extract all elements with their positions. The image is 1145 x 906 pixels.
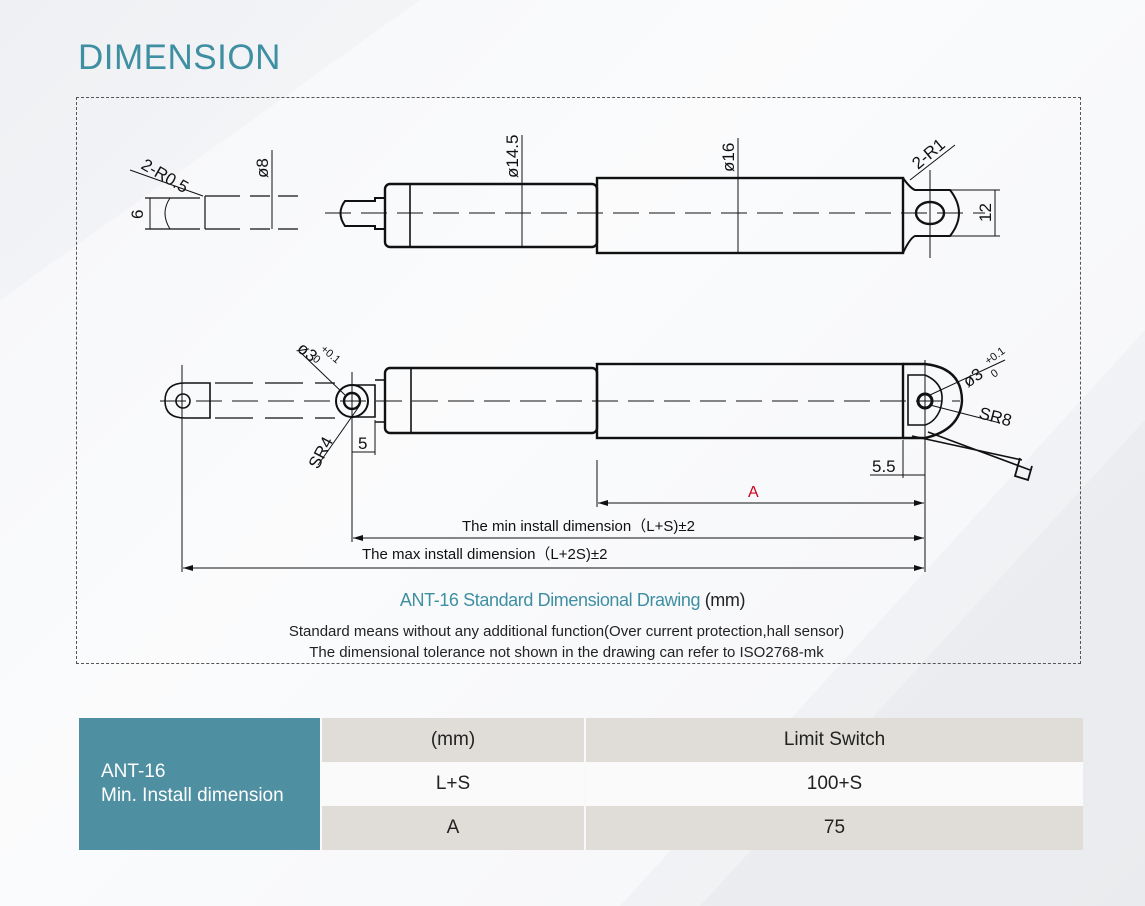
- table-cell: 75: [586, 806, 1083, 850]
- note-standard: Standard means without any additional fu…: [288, 623, 845, 640]
- install-dimension-table: ANT-16 Min. Install dimension (mm) Limit…: [77, 718, 1085, 850]
- label-tol-right-low: 0: [989, 367, 1001, 380]
- model-name: ANT-16: [101, 761, 166, 782]
- table-row: ANT-16 Min. Install dimension (mm) Limit…: [79, 718, 1083, 850]
- max-install-label: The max install dimension（L+2S)±2: [362, 546, 607, 563]
- label-sr8: SR8: [977, 404, 1014, 431]
- table-cell: 100+S: [586, 762, 1083, 806]
- table-cell: (mm): [322, 718, 584, 762]
- caption-title: ANT-16 Standard Dimensional Drawing: [399, 590, 701, 610]
- table-cell: A: [322, 806, 584, 850]
- table-row: L+S 100+S: [79, 762, 1083, 806]
- label-5: 5: [358, 434, 367, 453]
- table-cell: Limit Switch: [586, 718, 1083, 762]
- head-subtitle: Min. Install dimension: [101, 785, 284, 806]
- label-d16: ø16: [719, 143, 738, 172]
- table-head-cell: ANT-16 Min. Install dimension: [79, 718, 320, 850]
- label-5-5: 5.5: [872, 457, 896, 476]
- label-2-r0-5: 2-R0.5: [138, 155, 192, 197]
- label-6: 6: [128, 210, 147, 219]
- label-12: 12: [976, 203, 995, 222]
- page-title: DIMENSION: [78, 38, 281, 77]
- note-tolerance: The dimensional tolerance not shown in t…: [309, 644, 824, 661]
- caption-unit: (mm): [704, 590, 746, 610]
- label-d8: ø8: [253, 158, 272, 178]
- label-2-r1: 2-R1: [908, 135, 948, 173]
- label-hole-right: ø3: [959, 364, 986, 391]
- table-cell: L+S: [322, 762, 584, 806]
- label-d14-5: ø14.5: [503, 135, 522, 178]
- label-tol-left-up: +0.1: [318, 343, 342, 366]
- table-row: A 75: [79, 806, 1083, 850]
- label-sr4: SR4: [305, 434, 337, 472]
- min-install-label: The min install dimension（L+S)±2: [462, 518, 695, 535]
- label-a: A: [748, 484, 759, 501]
- top-view: 2-R0.5 6 ø8 ø14.5 ø16 2-R1 12: [128, 135, 1000, 258]
- drawing-frame: [76, 97, 1081, 664]
- bottom-view: ø3 +0.1 0 SR4 5 ø3 +0.1 0 SR8 5.5 A The …: [160, 339, 1033, 572]
- drawing-caption: ANT-16 Standard Dimensional Drawing (mm): [0, 590, 1145, 611]
